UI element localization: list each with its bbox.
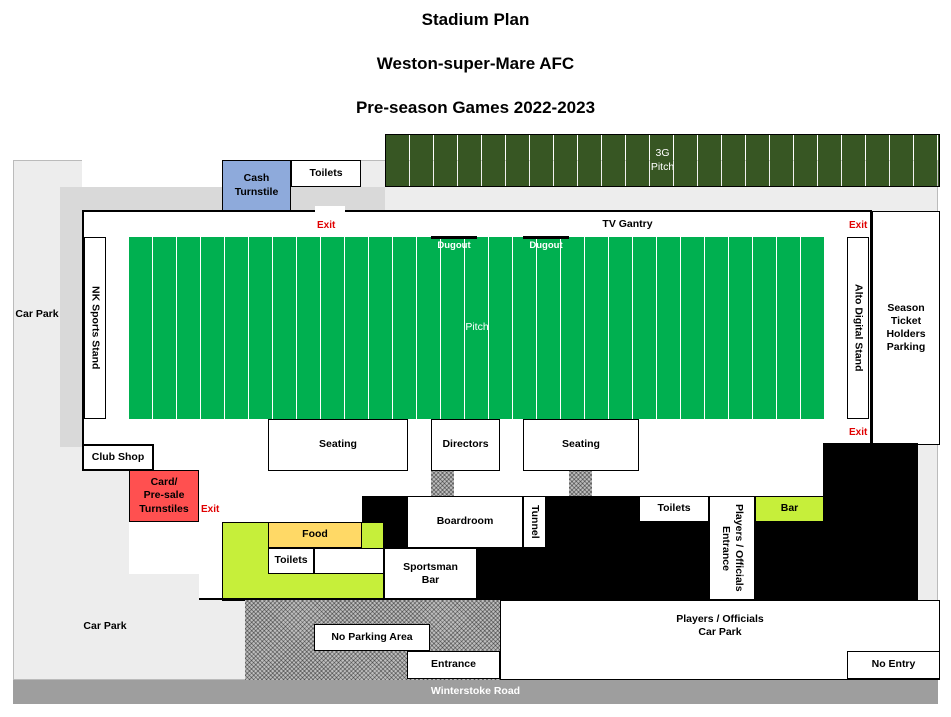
entry-area [129,522,199,574]
stairs-2 [569,471,592,496]
directors-box: Directors [431,419,500,471]
entrance: Entrance [407,651,500,679]
perimeter-path-west [60,187,82,447]
food-kiosk: Food [268,522,362,548]
card-turnstiles: Card/ Pre-sale Turnstiles [129,470,199,522]
toilets-small: Toilets [268,548,314,574]
no-entry: No Entry [847,651,940,679]
pitch-surface [129,237,825,419]
toilets-top: Toilets [291,160,361,187]
title-season: Pre-season Games 2022-2023 [355,98,596,117]
gap-west [82,471,130,600]
car-park-south: Car Park [83,620,127,633]
main-pitch: Pitch [129,237,825,419]
toilets-south: Toilets [639,496,709,522]
dugout-1-bar [431,236,477,239]
boardroom: Boardroom [407,496,523,548]
dugout-1: Dugout [437,240,471,252]
pitch-3g-label: 3G Pitch [650,147,675,173]
exit-gap-top [315,206,345,214]
seating-west: Seating [268,419,408,471]
stairs-1 [431,471,454,496]
dugout-2-bar [523,236,569,239]
south-east-block [823,443,918,600]
exit-right: Exit [849,427,868,438]
cash-turnstile: Cash Turnstile [222,160,291,211]
pitch-label: Pitch [465,321,489,334]
season-ticket-parking: Season Ticket Holders Parking [872,211,940,445]
alto-digital-stand: Alto Digital Stand [847,237,869,419]
bar: Bar [755,496,824,522]
tv-gantry: TV Gantry [602,218,653,231]
tunnel: Tunnel [523,496,546,548]
title-club: Weston-super-Mare AFC [376,54,575,73]
pitch-3g-surface [386,135,939,186]
car-park-edge [129,574,199,600]
white-strip [82,160,222,187]
club-shop: Club Shop [82,444,154,471]
store-room [314,548,384,574]
exit-top: Exit [317,220,336,231]
nk-sports-stand: NK Sports Stand [84,237,106,419]
exit-top-right: Exit [849,220,868,231]
seating-east: Seating [523,419,639,471]
exit-left: Exit [201,504,220,515]
sportsman-bar: Sportsman Bar [384,548,477,600]
title-stadium-plan: Stadium Plan [421,10,530,29]
pitch-3g: 3G Pitch [385,134,940,187]
no-parking-area: No Parking Area [314,624,430,651]
south-wall [222,598,504,601]
car-park-west-label: Car Park [15,308,59,321]
players-entrance: Players / Officials Entrance [709,496,755,600]
dugout-2: Dugout [529,240,563,252]
winterstoke-road: Winterstoke Road [13,680,938,704]
